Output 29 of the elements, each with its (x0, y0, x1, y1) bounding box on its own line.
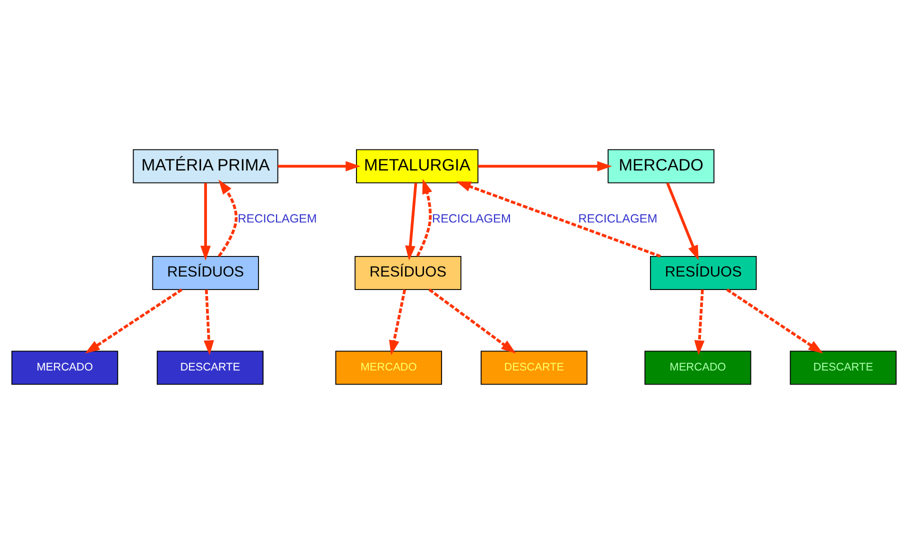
arrow (428, 288, 516, 353)
node-box: DESCARTE (790, 350, 897, 384)
node-box: MERCADO (608, 148, 714, 183)
node-box: RESÍDUOS (152, 255, 259, 290)
edge-label: RECICLAGEM (432, 211, 512, 226)
arrow (200, 182, 211, 260)
node-box: METALURGIA (356, 148, 478, 183)
arrow (478, 160, 612, 171)
arrow (405, 182, 418, 260)
arrow (666, 182, 699, 260)
arrow (456, 180, 661, 258)
node-box: MERCADO (335, 350, 442, 384)
node-box: DESCARTE (480, 350, 588, 384)
arrow (389, 288, 406, 355)
node-box: RESÍDUOS (354, 255, 462, 290)
arrow (204, 289, 214, 355)
node-box: MATÉRIA PRIMA (132, 148, 278, 183)
node-box: MERCADO (644, 350, 752, 384)
arrow (694, 289, 705, 355)
arrow (85, 288, 182, 353)
edge-label: RECICLAGEM (238, 211, 317, 226)
arrow (726, 288, 824, 353)
arrow (218, 179, 238, 256)
arrow (278, 160, 360, 171)
node-box: DESCARTE (156, 350, 264, 384)
node-box: MERCADO (11, 350, 118, 384)
node-box: RESÍDUOS (650, 255, 757, 290)
edge-label: RECICLAGEM (578, 211, 658, 226)
arrow (416, 178, 432, 256)
